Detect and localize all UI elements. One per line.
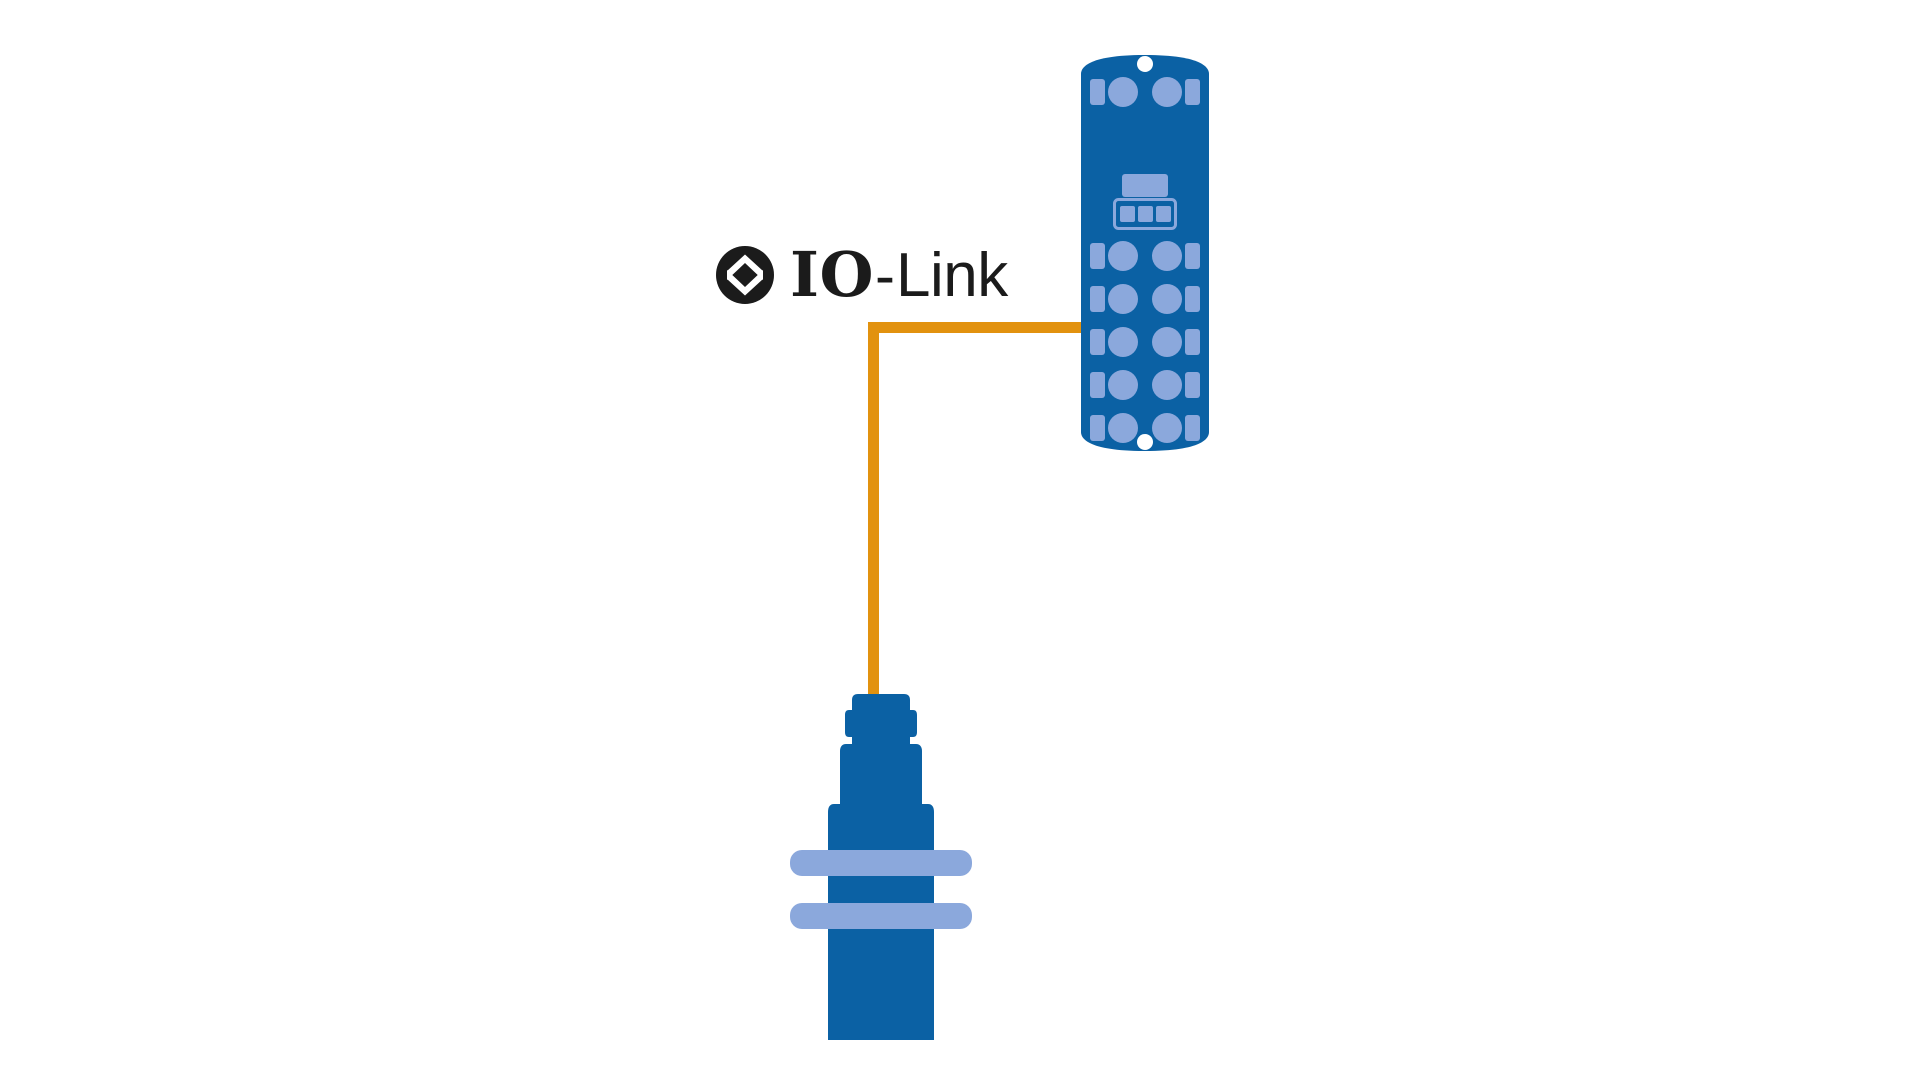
dip-switch-2[interactable] [1138, 206, 1153, 222]
port-terminal-right[interactable] [1185, 372, 1200, 398]
port-row-6[interactable] [1090, 413, 1200, 443]
port-row-3[interactable] [1090, 284, 1200, 314]
dip-switch-1[interactable] [1120, 206, 1135, 222]
cable-corner-joint [868, 322, 879, 333]
port-row-4[interactable] [1090, 327, 1200, 357]
logo-circle [716, 246, 774, 304]
dip-switch-3[interactable] [1156, 206, 1171, 222]
port-terminal-right[interactable] [1185, 415, 1200, 441]
top-mounting-hole-icon [1137, 56, 1153, 72]
io-link-wordmark: IO - Link [790, 237, 1008, 311]
port-terminal-left[interactable] [1090, 286, 1105, 312]
port-socket-right[interactable] [1152, 284, 1182, 314]
port-socket-right[interactable] [1152, 241, 1182, 271]
port-socket-left[interactable] [1108, 241, 1138, 271]
port-row-2[interactable] [1090, 241, 1200, 271]
port-socket-left[interactable] [1108, 327, 1138, 357]
io-link-sensor-connector[interactable] [788, 692, 974, 1042]
port-socket-left[interactable] [1108, 413, 1138, 443]
display-bar [1122, 174, 1168, 197]
port-socket-right[interactable] [1152, 327, 1182, 357]
port-terminal-left[interactable] [1090, 79, 1105, 105]
wordmark-link: Link [896, 240, 1008, 310]
port-socket-left[interactable] [1108, 77, 1138, 107]
port-row-5[interactable] [1090, 370, 1200, 400]
io-link-logo: IO - Link [716, 243, 1008, 307]
io-link-master-module[interactable] [1081, 46, 1209, 460]
port-terminal-left[interactable] [1090, 329, 1105, 355]
logo-chevron-down [727, 270, 763, 296]
wordmark-dash: - [875, 241, 895, 309]
logo-chevron-up [727, 254, 763, 280]
status-display-panel[interactable] [1113, 174, 1177, 230]
port-row-1[interactable] [1090, 77, 1200, 107]
port-terminal-right[interactable] [1185, 243, 1200, 269]
port-terminal-left[interactable] [1090, 372, 1105, 398]
dip-switch-outline [1113, 198, 1177, 230]
port-terminal-right[interactable] [1185, 79, 1200, 105]
port-terminal-left[interactable] [1090, 415, 1105, 441]
port-socket-right[interactable] [1152, 413, 1182, 443]
port-terminal-right[interactable] [1185, 286, 1200, 312]
wordmark-io: IO [790, 237, 875, 311]
bottom-mounting-hole-icon [1137, 434, 1153, 450]
port-socket-left[interactable] [1108, 284, 1138, 314]
port-terminal-right[interactable] [1185, 329, 1200, 355]
port-socket-left[interactable] [1108, 370, 1138, 400]
port-terminal-left[interactable] [1090, 243, 1105, 269]
upper-clamp-band [790, 850, 972, 876]
io-link-mark-icon [716, 246, 774, 304]
port-socket-right[interactable] [1152, 77, 1182, 107]
lower-clamp-band [790, 903, 972, 929]
port-socket-right[interactable] [1152, 370, 1182, 400]
